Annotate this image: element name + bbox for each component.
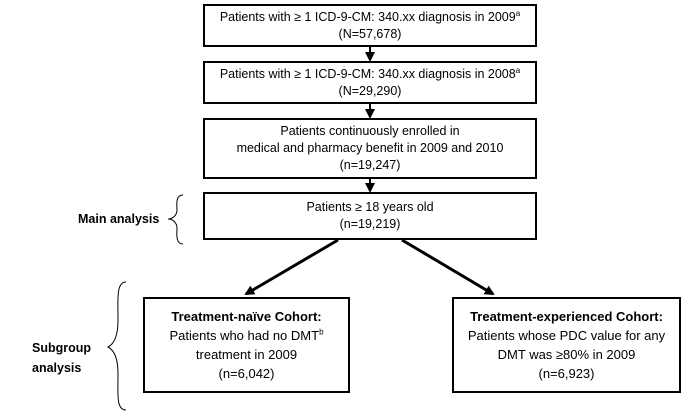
diagnosis-2009-count: (N=57,678) [338, 26, 402, 41]
main-analysis-label: Main analysis [78, 212, 160, 226]
experienced-cohort-title: Treatment-experienced Cohort: [470, 309, 663, 324]
subgroup-label-line-1: Subgroup [32, 341, 92, 355]
diagnosis-2008-count: (N=29,290) [338, 83, 402, 98]
diagnosis-2009-box: Patients with ≥ 1 ICD-9-CM: 340.xx diagn… [203, 4, 537, 47]
treatment-naive-cohort-box: Treatment-naïve Cohort: Patients who had… [143, 297, 350, 393]
adult-patients-count: (n=19,219) [339, 217, 401, 231]
main-analysis-brace [167, 194, 184, 245]
diagnosis-2008-text: Patients with ≥ 1 ICD-9-CM: 340.xx diagn… [219, 65, 521, 81]
enrollment-line-1: Patients continuously enrolled in [280, 124, 460, 138]
experienced-cohort-count: (n=6,923) [538, 366, 595, 381]
adult-patients-box: Patients ≥ 18 years old (n=19,219) [203, 192, 537, 240]
adult-patients-text: Patients ≥ 18 years old [306, 200, 434, 214]
experienced-cohort-line-1: Patients whose PDC value for any [467, 328, 666, 343]
naive-cohort-title: Treatment-naïve Cohort: [171, 309, 322, 324]
enrollment-count: (n=19,247) [339, 158, 401, 172]
arrow-to-naive-cohort [244, 238, 339, 296]
naive-cohort-line-1: Patients who had no DMTb [169, 327, 324, 343]
naive-cohort-count: (n=6,042) [218, 366, 275, 381]
subgroup-analysis-brace [106, 281, 127, 411]
naive-cohort-line-2: treatment in 2009 [195, 347, 298, 362]
enrollment-line-2: medical and pharmacy benefit in 2009 and… [236, 141, 504, 155]
arrow-to-experienced-cohort [401, 238, 495, 296]
treatment-experienced-cohort-box: Treatment-experienced Cohort: Patients w… [452, 297, 681, 393]
diagnosis-2008-box: Patients with ≥ 1 ICD-9-CM: 340.xx diagn… [203, 61, 537, 104]
experienced-cohort-line-2: DMT was ≥80% in 2009 [497, 347, 636, 362]
subgroup-analysis-label: Subgroup analysis [32, 338, 91, 378]
subgroup-label-line-2: analysis [32, 361, 82, 375]
continuous-enrollment-box: Patients continuously enrolled in medica… [203, 118, 537, 179]
diagnosis-2009-text: Patients with ≥ 1 ICD-9-CM: 340.xx diagn… [219, 8, 521, 24]
